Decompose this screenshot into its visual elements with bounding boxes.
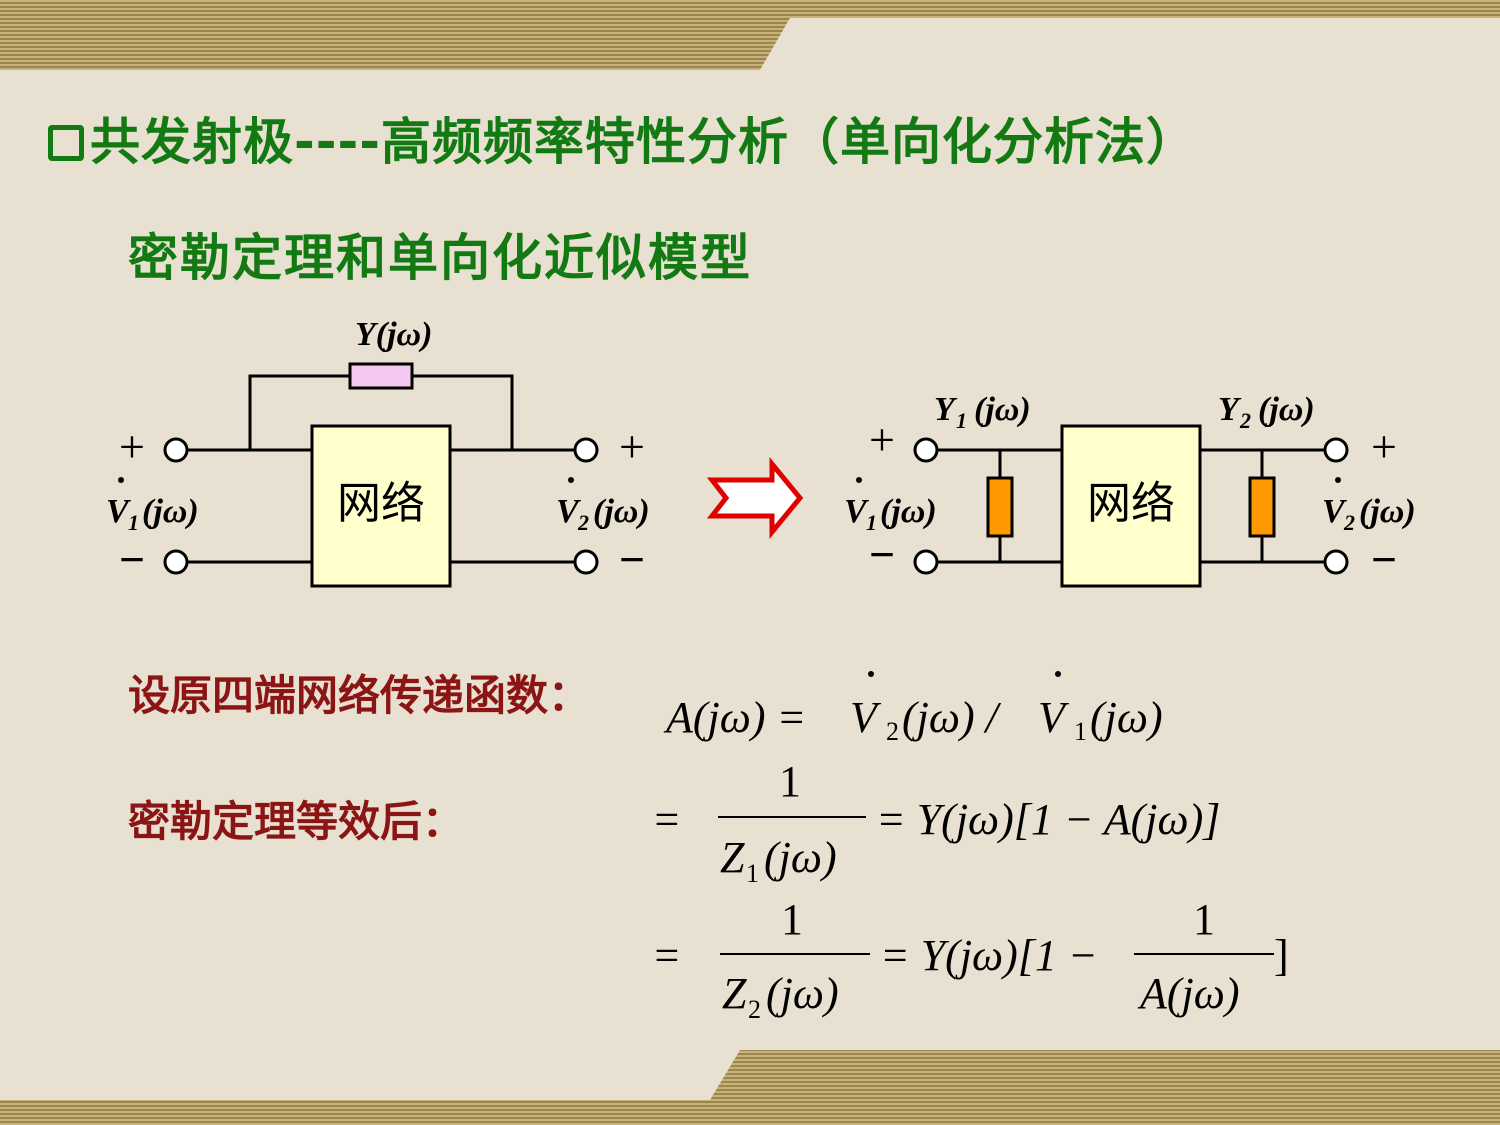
svg-text:(jω): (jω) xyxy=(880,493,937,530)
svg-text:1: 1 xyxy=(1074,717,1087,746)
svg-text:V: V xyxy=(556,493,581,530)
svg-text:(jω) =: (jω) = xyxy=(640,931,681,980)
transform-arrow-icon xyxy=(706,457,804,539)
svg-text:]: ] xyxy=(1274,931,1289,980)
svg-text:1: 1 xyxy=(781,895,803,944)
formulas: A(jω) = V 2 (jω) / V 1 (jω) Y 1 (jω) = 1… xyxy=(640,671,1289,1024)
plus-sign: + xyxy=(869,414,895,465)
svg-text:(jω): (jω) xyxy=(593,493,650,530)
bottom-decor-stripe xyxy=(0,1050,1500,1125)
svg-text:2: 2 xyxy=(1343,510,1355,535)
svg-text:2: 2 xyxy=(1239,408,1251,433)
svg-text:V: V xyxy=(844,493,869,530)
transfer-formula: A(jω) = V 2 (jω) / V 1 (jω) xyxy=(663,671,1163,746)
y2-label: Y 2 (jω) xyxy=(1218,391,1315,433)
terminal-right-bottom xyxy=(573,549,599,575)
terminal-left-top xyxy=(163,437,189,463)
svg-text:1: 1 xyxy=(128,510,139,535)
svg-text:2: 2 xyxy=(577,510,589,535)
svg-text:1: 1 xyxy=(866,510,877,535)
right-circuit xyxy=(938,448,1324,564)
minus-sign: − xyxy=(869,529,895,580)
svg-text:V: V xyxy=(850,693,882,742)
svg-text:(jω) =: (jω) = xyxy=(640,795,681,844)
miller-equivalent-label: 密勒定理等效后： xyxy=(128,797,465,846)
shunt-admittance-y1 xyxy=(986,476,1014,538)
left-circuit xyxy=(188,374,574,564)
svg-text:= Y(jω)[1 −: = Y(jω)[1 − xyxy=(880,931,1098,980)
terminal-right-top xyxy=(1323,437,1349,463)
terminal-right-top xyxy=(573,437,599,463)
network-label-left: 网络 xyxy=(337,479,425,528)
svg-text:2: 2 xyxy=(748,995,761,1024)
minus-sign: − xyxy=(119,534,145,585)
terminal-right-bottom xyxy=(1323,549,1349,575)
svg-text:A(jω): A(jω) xyxy=(1137,969,1239,1018)
svg-text:Z: Z xyxy=(720,833,745,882)
svg-text:(jω) /: (jω) / xyxy=(902,693,1002,742)
plus-sign: + xyxy=(1371,421,1397,472)
plus-sign: + xyxy=(619,421,645,472)
svg-text:(jω): (jω) xyxy=(1258,391,1315,428)
svg-text:(jω): (jω) xyxy=(764,833,837,882)
y1-formula: Y 1 (jω) = 1 Z 1 (jω) = Y(jω)[1 − A(jω)] xyxy=(640,757,1220,888)
minus-sign: − xyxy=(1371,534,1397,585)
svg-text:(jω): (jω) xyxy=(766,969,839,1018)
svg-text:Y: Y xyxy=(1218,391,1242,428)
svg-text:V: V xyxy=(106,493,131,530)
circuit-diagrams: 网络 + − + − Y(jω) V 1 (jω) V 2 (jω) 网络 + … xyxy=(106,316,1416,588)
minus-sign: − xyxy=(619,534,645,585)
svg-text:1: 1 xyxy=(746,859,759,888)
terminal-left-bottom xyxy=(163,549,189,575)
slide-title-text: 共发射极----高频频率特性分析（单向化分析法） xyxy=(90,113,1198,171)
svg-text:1: 1 xyxy=(1193,895,1215,944)
v2-label-left: V 2 (jω) xyxy=(556,477,650,535)
svg-text:1: 1 xyxy=(779,757,801,806)
svg-text:(jω): (jω) xyxy=(1090,693,1163,742)
slide-title: 共发射极----高频频率特性分析（单向化分析法） xyxy=(48,102,1197,174)
checkbox-bullet-icon xyxy=(48,125,84,161)
slide-subtitle: 密勒定理和单向化近似模型 xyxy=(128,229,752,287)
v1-label-left: V 1 (jω) xyxy=(106,477,199,535)
network-label-right: 网络 xyxy=(1087,479,1175,528)
svg-text:A(jω) =: A(jω) = xyxy=(663,693,806,742)
svg-text:Z: Z xyxy=(722,969,747,1018)
svg-text:= Y(jω)[1 − A(jω)]: = Y(jω)[1 − A(jω)] xyxy=(876,795,1220,844)
top-decor-stripe xyxy=(0,0,1500,70)
network-box-right xyxy=(1060,424,1202,588)
terminal-left-top xyxy=(913,437,939,463)
svg-text:(jω): (jω) xyxy=(974,391,1031,428)
svg-text:(jω): (jω) xyxy=(1359,493,1416,530)
v1-label-right: V 1 (jω) xyxy=(844,477,937,535)
v2-label-right: V 2 (jω) xyxy=(1322,477,1416,535)
svg-text:V: V xyxy=(1322,493,1347,530)
feedback-admittance xyxy=(348,362,414,390)
plus-sign: + xyxy=(119,421,145,472)
feedback-label: Y(jω) xyxy=(355,316,432,353)
svg-text:1: 1 xyxy=(956,408,967,433)
svg-text:Y: Y xyxy=(934,391,958,428)
shunt-admittance-y2 xyxy=(1248,476,1276,538)
y2-formula: Y 2 (jω) = 1 Z 2 (jω) = Y(jω)[1 − 1 A(jω… xyxy=(640,895,1289,1024)
svg-text:2: 2 xyxy=(886,717,899,746)
svg-text:(jω): (jω) xyxy=(142,493,199,530)
svg-text:V: V xyxy=(1038,693,1070,742)
y1-label: Y 1 (jω) xyxy=(934,391,1031,433)
terminal-left-bottom xyxy=(913,549,939,575)
network-box-left xyxy=(310,424,452,588)
transfer-function-label: 设原四端网络传递函数： xyxy=(128,671,591,720)
